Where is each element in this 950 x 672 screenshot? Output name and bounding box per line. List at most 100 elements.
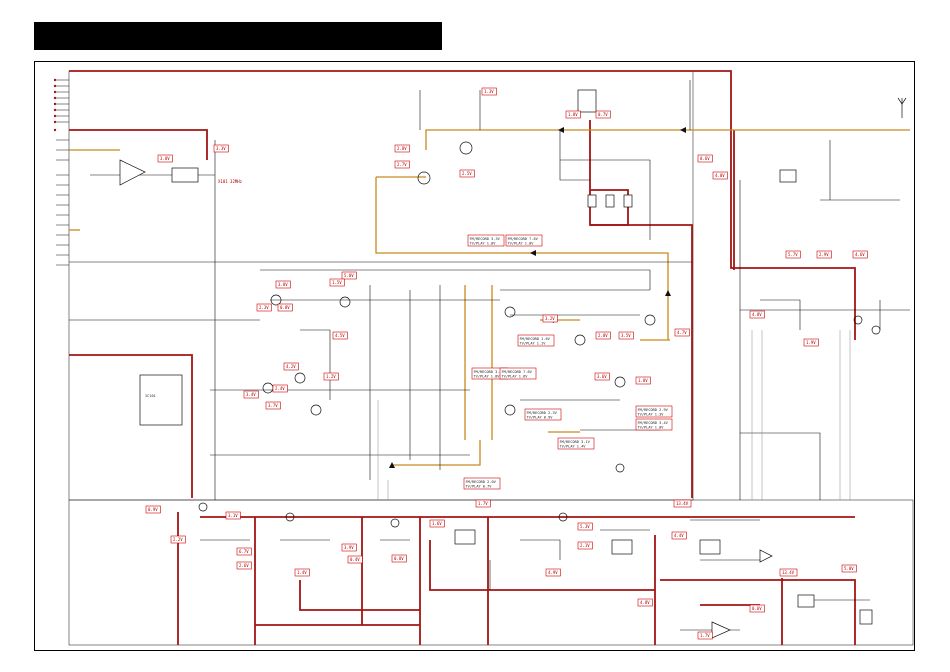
voltage-label: 5.0V: [841, 564, 857, 573]
voltage-label-text: 4.4V: [674, 533, 684, 538]
voltage-label-text: 3.1V: [228, 513, 238, 518]
voltage-label: 4.8V: [749, 310, 765, 319]
voltage-label: 0.8V: [277, 303, 293, 312]
voltage-label-text: 2.8V: [397, 146, 407, 151]
voltage-label: 1.6V: [429, 519, 445, 528]
voltage-label-text: 0.8V: [280, 305, 290, 310]
title-bar: [34, 22, 442, 50]
voltage-label: 4.9V: [545, 568, 561, 577]
voltage-label-box: [697, 631, 713, 640]
voltage-label-box: [394, 144, 410, 153]
voltage-label-box: [236, 547, 252, 556]
mode-box-frame: [517, 334, 555, 347]
voltage-label-text: 1.2V: [326, 374, 336, 379]
connector-pin-lines: [56, 79, 69, 266]
mode-box-frame: [524, 408, 562, 421]
mode-box-line2: TV/PLAY 1.6V: [502, 375, 529, 379]
voltage-label: 2.6V: [236, 561, 252, 570]
voltage-label-text: 3.9V: [344, 545, 354, 550]
voltage-label-text: 1.9V: [806, 340, 816, 345]
transistor-icon: [574, 334, 586, 346]
voltage-label-text: 4.6V: [855, 252, 865, 257]
transistor-icon: [310, 404, 322, 416]
voltage-label-box: [577, 522, 593, 531]
voltage-label-box: [674, 328, 690, 337]
voltage-label-box: [779, 568, 798, 577]
voltage-label-text: 2.4V: [275, 386, 285, 391]
voltage-label-box: [157, 154, 173, 163]
voltage-label-text: 3.6V: [597, 374, 607, 379]
transistor-icon: [504, 404, 516, 416]
voltage-label-box: [225, 511, 241, 520]
voltage-label-box: [697, 154, 713, 163]
voltage-label-text: 4.0V: [715, 173, 725, 178]
voltage-label-box: [545, 568, 561, 577]
regulator-2: [611, 539, 633, 555]
mode-box-line2: TV/PLAY 1.4V: [560, 445, 587, 449]
mode-box-frame: [505, 234, 543, 247]
transistors: [198, 141, 881, 528]
filter-block: [171, 167, 199, 183]
voltage-label: 13.4V: [673, 499, 692, 508]
voltage-label-text: 2.2V: [173, 537, 183, 542]
voltage-label-text: 2.0V: [598, 333, 608, 338]
voltage-label: 3.6V: [594, 372, 610, 381]
voltage-label-text: 4.5V: [335, 333, 345, 338]
voltage-label-box: [394, 160, 410, 169]
transistor-icon: [871, 325, 881, 335]
voltage-label: 5.7V: [785, 250, 801, 259]
voltage-label-box: [329, 278, 345, 287]
transistor-icon: [644, 314, 656, 326]
voltage-label: 5.3V: [577, 522, 593, 531]
voltage-label-box: [341, 271, 357, 280]
voltage-label: 0.6V: [749, 604, 765, 613]
transistor-icon: [270, 294, 282, 306]
voltage-label-text: 2.6V: [239, 563, 249, 568]
mode-box-line1: FM/RECORD 7.6V: [502, 370, 533, 374]
voltage-label-box: [170, 535, 186, 544]
voltage-label: 2.2V: [170, 535, 186, 544]
voltage-label-text: 5.0V: [844, 566, 854, 571]
voltage-label-box: [243, 390, 259, 399]
voltage-label-text: 2.9V: [819, 252, 829, 257]
voltage-label-box: [275, 280, 291, 289]
voltage-label-text: 0.4V: [350, 557, 360, 562]
mode-box-line1: FM/RECORD 3.1V: [560, 440, 591, 444]
opamp-right: [759, 549, 773, 563]
mode-box-line1: FM/RECORD 3.3V: [470, 237, 501, 241]
voltage-label-text: 2.7V: [397, 162, 407, 167]
voltage-label: 1.7V: [697, 631, 713, 640]
voltage-label: 3.5V: [618, 331, 634, 340]
voltage-label-text: 1.8V: [568, 112, 578, 117]
voltage-label-box: [803, 338, 819, 347]
voltage-label-box: [671, 531, 687, 540]
mode-box-line2: TV/PLAY 0.9V: [527, 416, 554, 420]
voltage-label: 2.9V: [816, 250, 832, 259]
voltage-label-text: 3.0V: [278, 282, 288, 287]
antenna-icon: [897, 97, 907, 118]
transistor-icon: [285, 512, 295, 522]
voltage-label: 4.4V: [671, 531, 687, 540]
voltage-label-box: [277, 303, 293, 312]
mode-box-line2: TV/PLAY 1.8V: [638, 426, 665, 430]
transistor-icon: [262, 382, 274, 394]
voltage-label-text: 0.7V: [598, 112, 608, 117]
voltage-label-box: [841, 564, 857, 573]
voltage-label-box: [145, 505, 161, 514]
voltage-label-box: [213, 144, 229, 153]
voltage-label-text: 3.3V: [216, 146, 226, 151]
ic-left: [139, 374, 183, 426]
voltage-label-box: [332, 331, 348, 340]
voltage-label-box: [673, 499, 692, 508]
voltage-label-text: 1.7V: [478, 501, 488, 506]
transistor-icon: [417, 171, 431, 185]
voltage-label: 4.7V: [674, 328, 690, 337]
voltage-label: 1.5V: [329, 278, 345, 287]
voltage-label: 3.8V: [157, 154, 173, 163]
voltage-label: 2.7V: [394, 160, 410, 169]
components: [119, 89, 873, 639]
